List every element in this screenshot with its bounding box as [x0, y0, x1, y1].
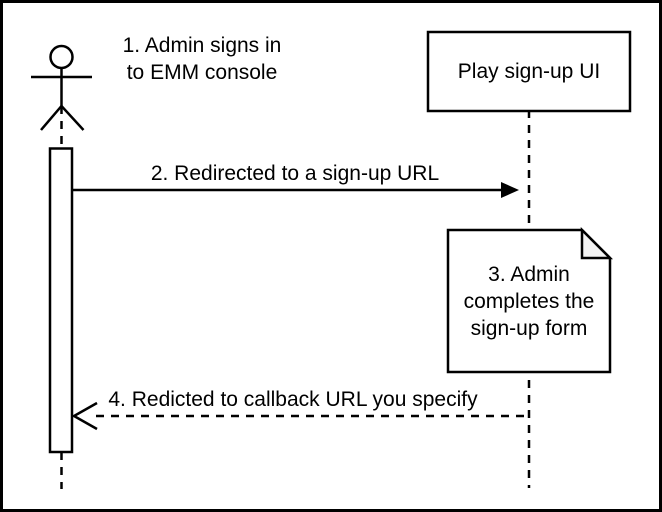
message4-label: 4. Redicted to callback URL you specify	[108, 388, 478, 411]
message2-arrow	[72, 182, 519, 198]
activation-bar	[48, 147, 74, 454]
note-body	[446, 228, 612, 374]
message2-label: 2. Redirected to a sign-up URL	[150, 162, 440, 185]
play-ui-label: Play sign-up UI	[457, 60, 601, 83]
actor-label: 1. Admin signs in to EMM console	[122, 34, 282, 84]
message2-arrowhead-icon	[501, 182, 519, 198]
note-shape	[446, 226, 614, 374]
note-fold-icon	[580, 226, 614, 260]
actor-legs	[40, 104, 85, 131]
message4-arrowhead-icon	[71, 401, 98, 431]
note-label: 3. Admin completes the sign-up form	[463, 262, 595, 340]
play-ui-box	[426, 30, 632, 113]
actor-head	[49, 44, 74, 70]
actor-icon	[31, 44, 92, 131]
message4-arrow	[71, 401, 529, 431]
